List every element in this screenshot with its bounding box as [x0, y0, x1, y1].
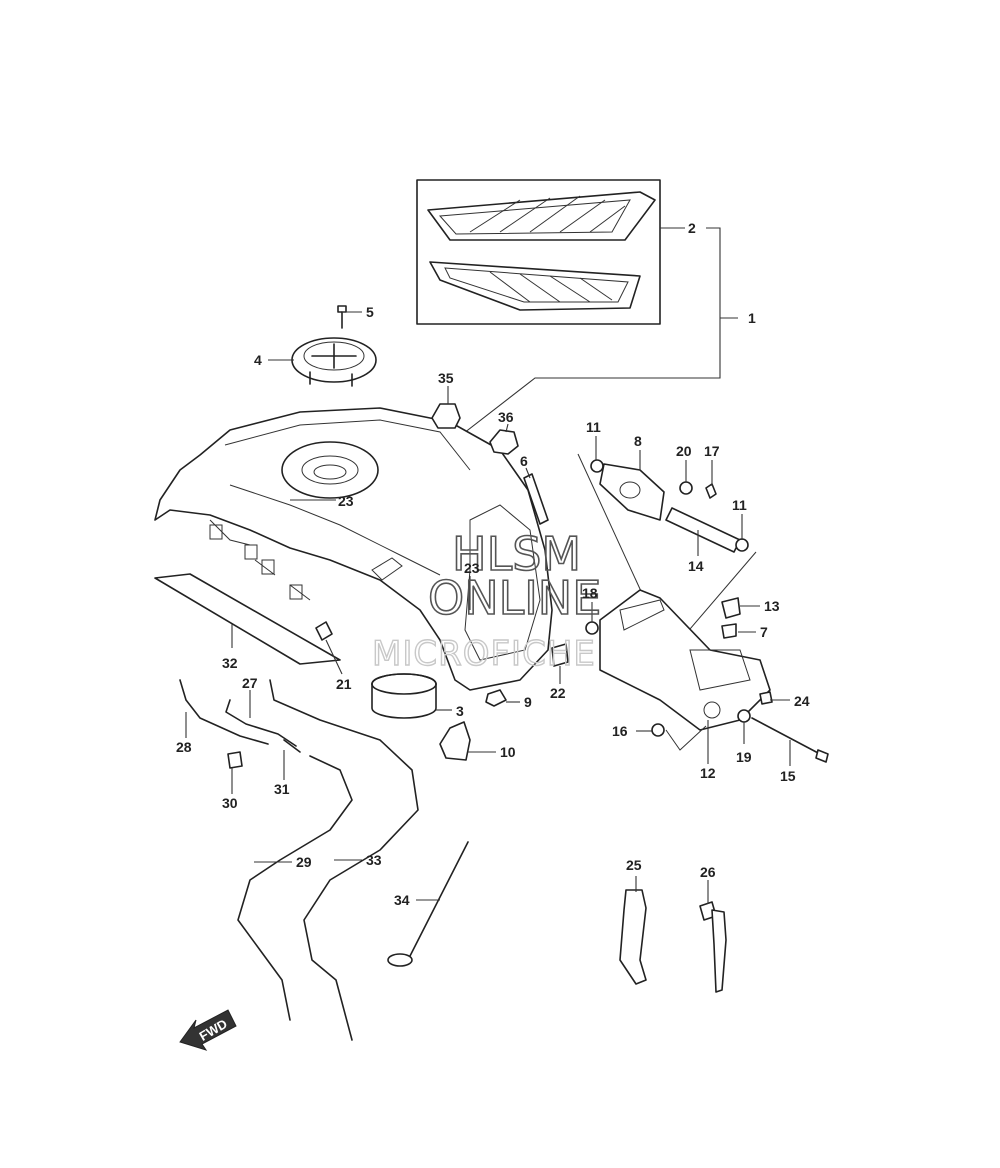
- callout-28: 28: [176, 739, 192, 755]
- part-3: [371, 673, 437, 719]
- callout-14: 14: [688, 558, 704, 574]
- callout-12: 12: [700, 765, 716, 781]
- callout-1: 1: [748, 310, 756, 326]
- callout-15: 15: [780, 768, 796, 784]
- callout-33: 33: [366, 852, 382, 868]
- callout-22: 22: [550, 685, 566, 701]
- part-10: [439, 721, 471, 761]
- rubber-cap-35: [431, 403, 461, 429]
- callout-6: 6: [520, 453, 528, 469]
- callout-5: 5: [366, 304, 374, 320]
- callout-18: 18: [582, 585, 598, 601]
- callout-7: 7: [760, 624, 768, 640]
- cushion-22: [551, 643, 569, 667]
- fwd-arrow: [179, 1009, 237, 1051]
- callout-4: 4: [254, 352, 262, 368]
- watermark-line2: ONLINE: [428, 571, 601, 625]
- decal-set: [416, 179, 661, 325]
- callout-11b: 11: [732, 497, 747, 513]
- callout-29: 29: [296, 854, 312, 870]
- part-9: [485, 689, 507, 707]
- callout-34: 34: [394, 892, 410, 908]
- callout-23b: 23: [464, 560, 480, 576]
- callout-3: 3: [456, 703, 464, 719]
- clamp-30: [227, 751, 243, 769]
- clamp-25: [619, 889, 647, 985]
- callout-31: 31: [274, 781, 290, 797]
- callout-26: 26: [700, 864, 716, 880]
- callout-10: 10: [500, 744, 516, 760]
- watermark-line1: HLSM: [452, 527, 581, 581]
- rod-34: [387, 841, 469, 967]
- tie-26: [699, 901, 727, 993]
- rubber-cap-36: [489, 429, 519, 455]
- callout-27: 27: [242, 675, 258, 691]
- callout-16: 16: [612, 723, 628, 739]
- callout-9: 9: [524, 694, 532, 710]
- callout-labels: 1 2 3 4 5 6 7 8 9 10 11 11 12 13 14 15 1…: [176, 220, 810, 908]
- fuel-tank: [154, 407, 553, 691]
- callout-17: 17: [704, 443, 720, 459]
- watermark-line3: MICROFICHE: [372, 634, 596, 674]
- callout-35: 35: [438, 370, 454, 386]
- callout-25: 25: [626, 857, 642, 873]
- hose-28: [179, 679, 269, 745]
- callout-32: 32: [222, 655, 238, 671]
- hose-27: [225, 699, 297, 747]
- hose-33: [269, 679, 419, 1041]
- pump-bracket: [577, 453, 829, 763]
- fuel-cap: [291, 337, 377, 387]
- callout-21: 21: [336, 676, 352, 692]
- pad-32: [154, 573, 341, 665]
- callout-13: 13: [764, 598, 780, 614]
- watermark: HLSM ONLINE MICROFICHE: [371, 526, 602, 675]
- callout-19: 19: [736, 749, 752, 765]
- callout-30: 30: [222, 795, 238, 811]
- cap-bolt: [337, 305, 347, 329]
- callout-36: 36: [498, 409, 514, 425]
- hose-29: [237, 755, 353, 1021]
- cushion-21: [315, 621, 333, 641]
- callout-8: 8: [634, 433, 642, 449]
- callout-20: 20: [676, 443, 692, 459]
- callout-2: 2: [688, 220, 696, 236]
- joint-31: [283, 739, 301, 753]
- callout-23a: 23: [338, 493, 354, 509]
- callout-11a: 11: [586, 419, 601, 435]
- callout-24: 24: [794, 693, 810, 709]
